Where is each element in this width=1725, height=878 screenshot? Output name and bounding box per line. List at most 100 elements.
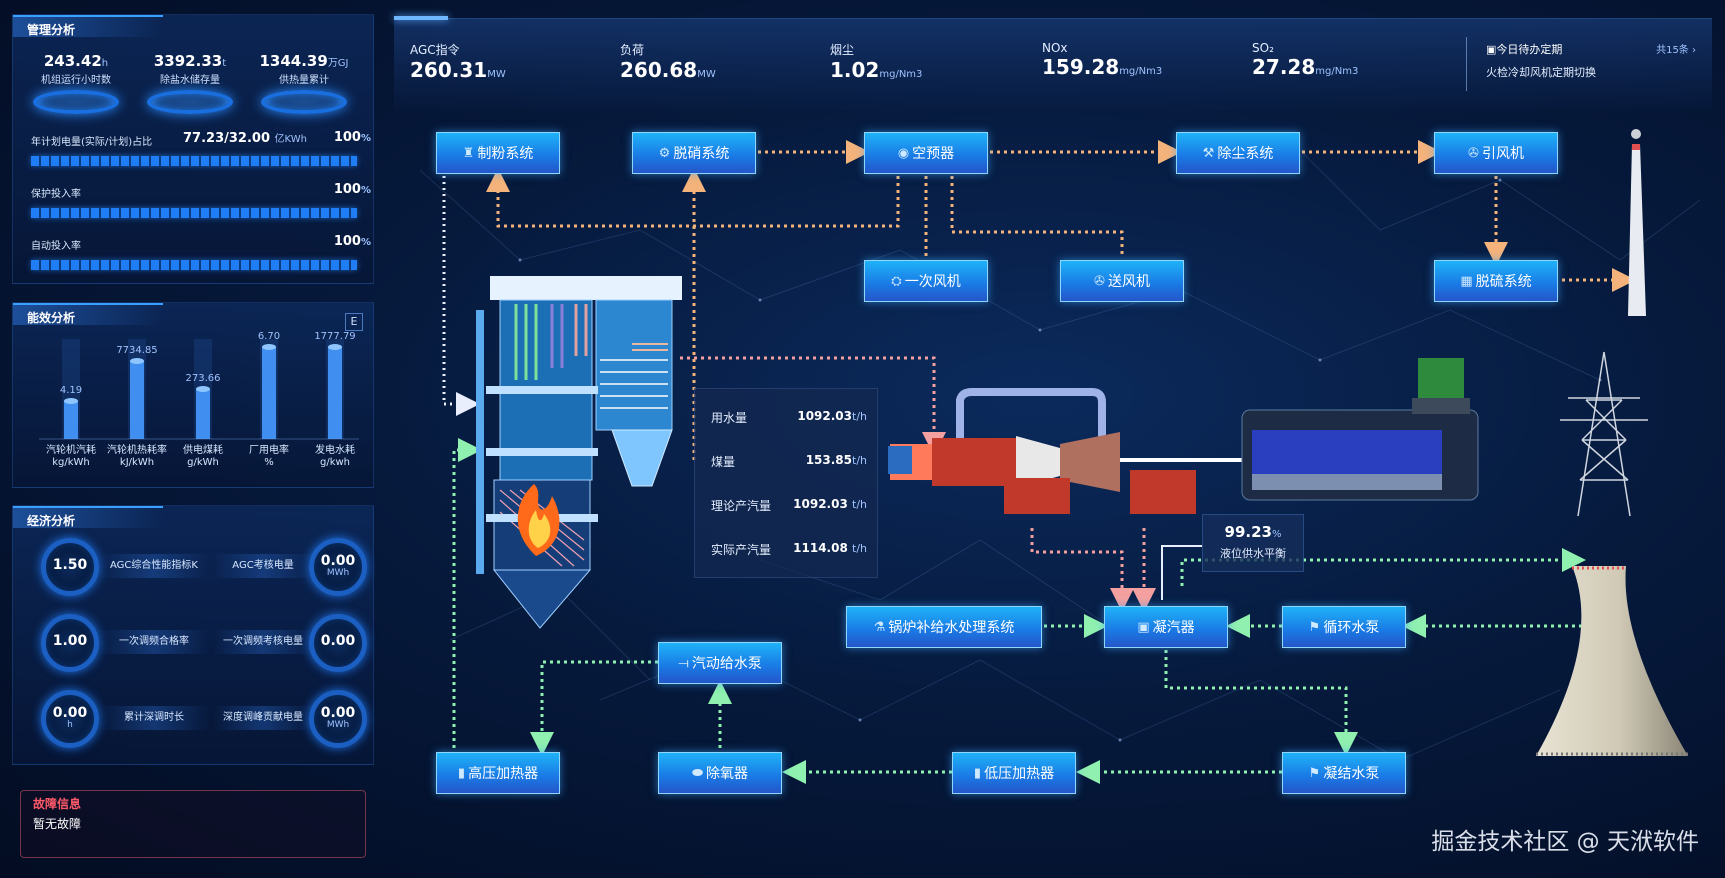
bar-value-label: 1777.79 <box>314 331 355 342</box>
info-row-actual-steam: 实际产汽量 1114.08 t/h <box>711 541 867 558</box>
node-primary-fan[interactable]: ⛭一次风机 <box>864 260 988 302</box>
info-value: 1114.08 <box>793 541 848 555</box>
node-label: 引风机 <box>1481 146 1524 162</box>
unit-label: g/kWh <box>187 457 219 468</box>
node-condensate-pump[interactable]: ⚑凝结水泵 <box>1282 752 1406 794</box>
water-treatment-icon: ⚗ <box>873 619 886 635</box>
fan-icon: ✇ <box>1468 145 1479 161</box>
node-lp-heater[interactable]: ▮低压加热器 <box>952 752 1076 794</box>
node-pulverizer[interactable]: ♜制粉系统 <box>436 132 560 174</box>
condenser-icon: ▣ <box>1137 619 1150 635</box>
node-label: 高压加热器 <box>468 766 539 782</box>
bar-value-label: 273.66 <box>186 373 221 384</box>
kpi-ring-icon <box>261 90 347 114</box>
fault-status: 暂无故障 <box>33 817 82 831</box>
metric-value: 260.68 <box>620 58 698 82</box>
node-steam-feed-pump[interactable]: ⟞汽动给水泵 <box>658 642 782 684</box>
liquid-balance-badge: 99.23% 液位供水平衡 <box>1202 514 1304 572</box>
rate-mid-unit: 亿KWh <box>274 134 307 145</box>
rate-label: 自动投入率 <box>31 241 81 252</box>
kpi-demineralized-water: 3392.33t 除盐水储存量 <box>135 51 245 114</box>
metric-dust: 烟尘 1.02mg/Nm3 <box>830 41 922 82</box>
category-label: 发电水耗 <box>315 443 355 456</box>
category-label: 厂用电率 <box>249 443 289 456</box>
rate-label: 保护投入率 <box>31 189 81 200</box>
node-desulfurization[interactable]: ▦脱硫系统 <box>1434 260 1558 302</box>
node-circulating-pump[interactable]: ⚑循环水泵 <box>1282 606 1406 648</box>
node-label: 锅炉补给水处理系统 <box>888 620 1015 636</box>
bar[interactable] <box>196 389 210 439</box>
node-forced-fan[interactable]: ✇送风机 <box>1060 260 1184 302</box>
metric-value: 1.02 <box>830 58 880 82</box>
kpi-label: 机组运行小时数 <box>41 75 111 86</box>
pulverizer-icon: ♜ <box>462 145 475 161</box>
gauge-value: 0.00 <box>52 705 88 721</box>
management-title: 管理分析 <box>13 15 163 37</box>
todo-item[interactable]: 火检冷却风机定期切换 <box>1486 66 1596 79</box>
info-label: 煤量 <box>711 455 736 469</box>
node-air-preheater[interactable]: ◉空预器 <box>864 132 988 174</box>
metric-agc: AGC指令 260.31MW <box>410 41 506 82</box>
node-label: 送风机 <box>1107 274 1150 290</box>
metric-unit: MW <box>487 69 506 80</box>
balance-value: 99.23 <box>1224 523 1272 541</box>
category-label: 汽轮机热耗率 <box>107 443 167 456</box>
turbine-illustration <box>888 388 1246 514</box>
bar-cap <box>196 386 210 392</box>
air-preheater-icon: ◉ <box>897 145 910 161</box>
rate-progress-bar <box>31 260 357 270</box>
econ-label: 一次调频合格率 <box>99 630 209 654</box>
info-label: 用水量 <box>711 411 748 425</box>
efficiency-bar-chart: 4.19汽轮机汽耗kg/kWh7734.85汽轮机热耗率kJ/kWh273.66… <box>39 331 359 468</box>
node-denitration[interactable]: ⚙脱硝系统 <box>632 132 756 174</box>
watermark: 掘金技术社区 @ 天洑软件 <box>1431 829 1699 855</box>
rate-progress-bar <box>31 156 357 166</box>
rate-annual-plan: 年计划电量(实际/计划)占比 77.23/32.00 亿KWh 100% <box>31 130 371 166</box>
desulfurization-icon: ▦ <box>1460 273 1473 289</box>
todo-panel[interactable]: ▣今日待办定期 共15条 › 火检冷却风机定期切换 <box>1486 41 1696 80</box>
info-label: 实际产汽量 <box>711 543 772 557</box>
top-metrics-bar: AGC指令 260.31MW 负荷 260.68MW 烟尘 1.02mg/Nm3… <box>394 16 1712 110</box>
node-condenser[interactable]: ▣凝汽器 <box>1104 606 1228 648</box>
rate-automation: 自动投入率 100% <box>31 234 371 270</box>
calendar-icon: ▣ <box>1486 43 1497 56</box>
kpi-ring-icon <box>147 90 233 114</box>
node-dust-removal[interactable]: ⚒除尘系统 <box>1176 132 1300 174</box>
bar[interactable] <box>130 361 144 439</box>
todo-separator <box>1466 37 1467 91</box>
node-induced-fan[interactable]: ✇引风机 <box>1434 132 1558 174</box>
fault-title: 故障信息 <box>33 797 82 811</box>
bar-cap <box>130 358 144 364</box>
generator-illustration <box>1241 358 1479 501</box>
chart-toggle-button[interactable]: E <box>345 313 363 331</box>
node-deaerator[interactable]: ⬬除氧器 <box>658 752 782 794</box>
node-hp-heater[interactable]: ▮高压加热器 <box>436 752 560 794</box>
bar[interactable] <box>328 347 342 439</box>
bar[interactable] <box>262 347 276 439</box>
pump-icon: ⚑ <box>1308 619 1321 635</box>
balance-unit: % <box>1271 529 1282 540</box>
gauge-unit: MWh <box>326 720 350 730</box>
rate-progress-bar <box>31 208 357 218</box>
econ-label: 一次调频考核电量 <box>213 630 313 654</box>
kpi-unit: 万GJ <box>327 58 349 69</box>
rate-pct: 100 <box>333 130 361 145</box>
node-label: 除氧器 <box>706 766 749 782</box>
info-value: 153.85 <box>805 453 852 467</box>
metric-nox: NOx 159.28mg/Nm3 <box>1042 41 1162 79</box>
chevron-right-icon: › <box>1692 45 1696 56</box>
unit-label: kJ/kWh <box>120 457 154 468</box>
node-label: 脱硫系统 <box>1475 274 1532 290</box>
metric-label: AGC指令 <box>410 43 460 57</box>
gauge-value: 1.00 <box>52 633 88 649</box>
info-unit: t/h <box>852 542 867 555</box>
bar[interactable] <box>64 401 78 439</box>
balance-label: 液位供水平衡 <box>1220 547 1286 560</box>
node-boiler-water-treatment[interactable]: ⚗锅炉补给水处理系统 <box>846 606 1042 648</box>
